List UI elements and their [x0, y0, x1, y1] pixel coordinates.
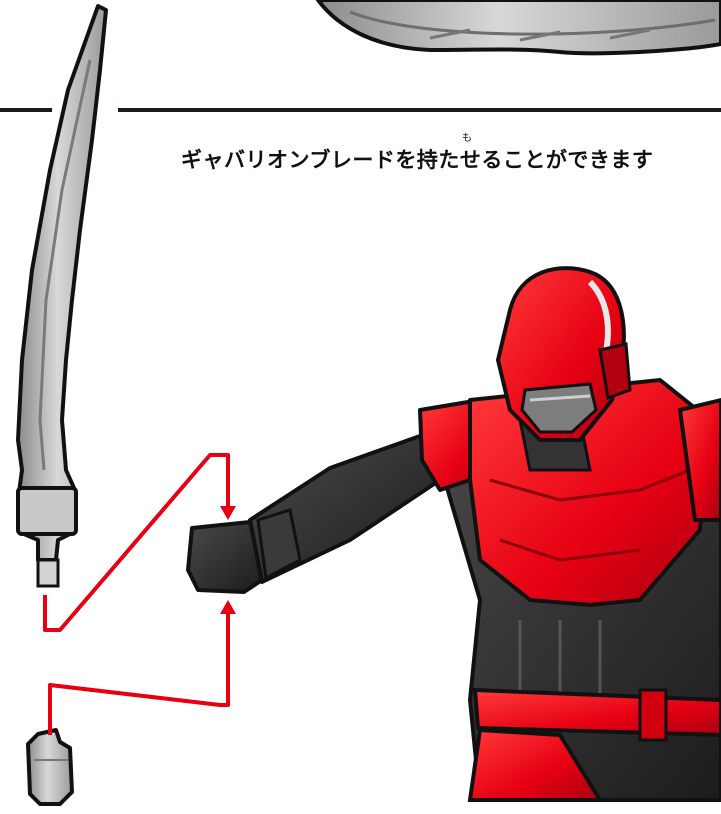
instruction-text: ギャバリオンブレードを持たせることができます [181, 148, 654, 172]
grip-connector-icon [26, 728, 74, 806]
instruction-ruby: も [462, 133, 472, 144]
shield-disc-icon [315, 0, 721, 56]
attach-arrows [43, 453, 236, 735]
red-armored-hero-icon [186, 266, 721, 802]
blade-icon [16, 4, 108, 588]
